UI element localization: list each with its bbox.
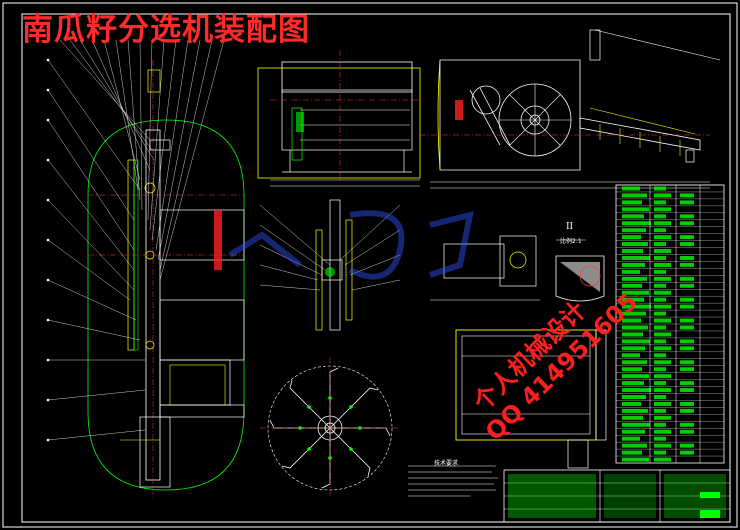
main-view-boundary [87, 119, 245, 491]
motor-detail [430, 235, 540, 301]
detail-section [259, 199, 401, 331]
title-block [503, 469, 731, 523]
technical-notes [408, 465, 498, 497]
section-scale: 比例2:1 [560, 238, 582, 245]
main-view [46, 39, 245, 500]
watermark-logo [228, 210, 474, 280]
front-view [257, 50, 421, 187]
section-label: II [566, 222, 574, 232]
notes-title: 技术要求 [434, 460, 459, 467]
drawing-title: 南瓜籽分选机装配图 [22, 12, 310, 48]
brush-wheel [260, 358, 400, 498]
top-view [455, 329, 607, 469]
side-view [420, 29, 721, 189]
inner-frame [21, 13, 731, 523]
parts-list [615, 184, 725, 464]
section-ii [555, 239, 605, 302]
